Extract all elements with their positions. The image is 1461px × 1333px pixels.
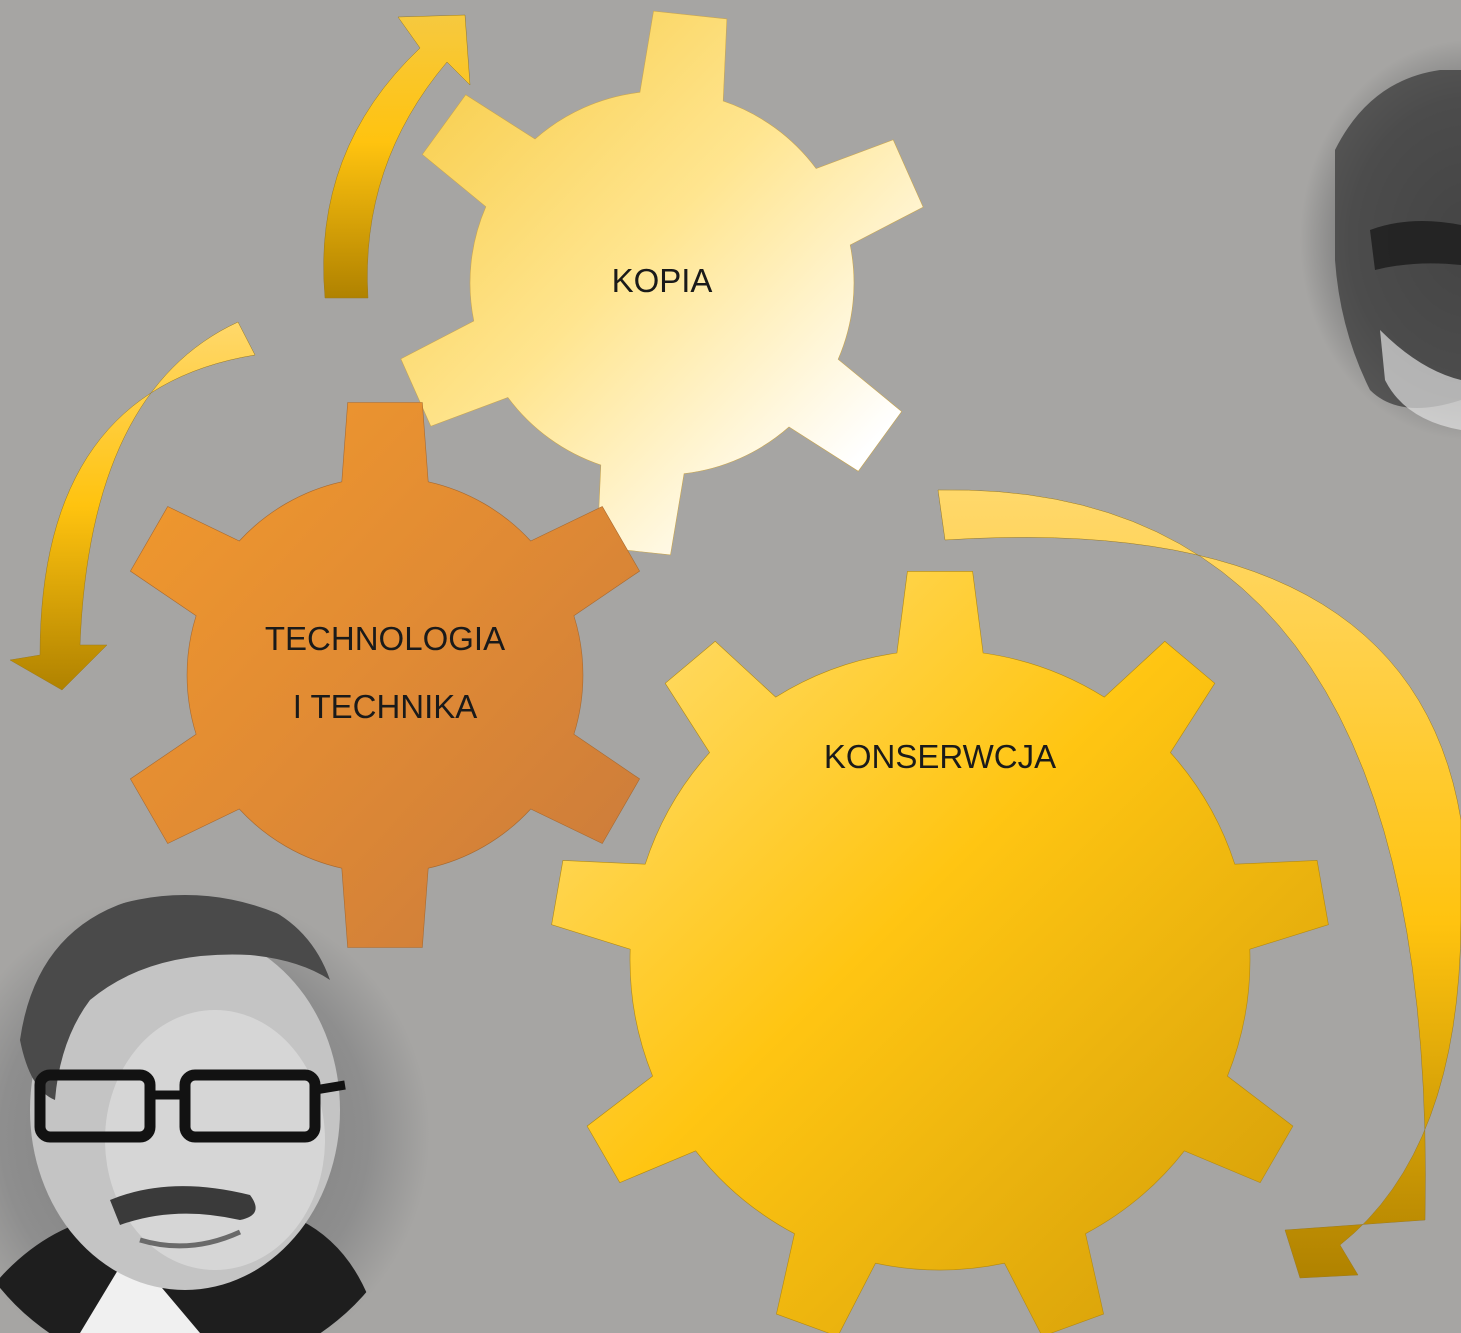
arrow-right bbox=[937, 489, 1461, 1279]
gear-konserwcja-label: KONSERWCJA bbox=[824, 738, 1056, 775]
portrait-photo-top-right bbox=[1300, 40, 1461, 440]
gear-technologia-label-line-2: I TECHNIKA bbox=[293, 688, 478, 725]
portrait-photo-bottom-left bbox=[0, 890, 430, 1333]
gear-technologia-label-line-1: TECHNOLOGIA bbox=[265, 620, 505, 657]
gear-konserwcja bbox=[551, 571, 1329, 1333]
gear-kopia bbox=[400, 10, 924, 556]
arrow-up bbox=[323, 14, 471, 299]
gear-kopia-label: KOPIA bbox=[612, 262, 713, 299]
gear-technologia bbox=[130, 402, 640, 948]
arrow-left bbox=[9, 321, 256, 691]
